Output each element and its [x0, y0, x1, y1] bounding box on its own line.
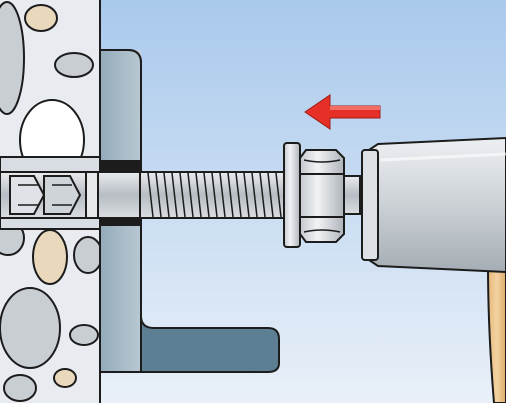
anchor-sleeve — [0, 171, 143, 219]
pebble — [69, 324, 99, 346]
washer — [283, 142, 301, 248]
bolt-thread — [227, 172, 234, 218]
bolt-thread — [187, 172, 194, 218]
bolt-thread — [195, 172, 202, 218]
direction-arrow-icon — [304, 94, 381, 130]
pebble — [32, 229, 68, 285]
pebble — [24, 4, 58, 32]
bolt-thread — [235, 172, 242, 218]
hex-nut — [299, 149, 345, 243]
bolt-thread — [163, 172, 170, 218]
bolt-thread — [147, 172, 154, 218]
hammer-handle — [486, 264, 506, 403]
bolt-thread — [259, 172, 266, 218]
pebble — [0, 287, 61, 369]
bolt-thread — [203, 172, 210, 218]
pebble — [0, 1, 25, 115]
pebble — [73, 236, 103, 274]
bolt-thread — [219, 172, 226, 218]
bolt-thread — [267, 172, 274, 218]
bolt-thread — [155, 172, 162, 218]
bolt-thread — [275, 172, 282, 218]
hammer-head — [361, 136, 506, 274]
pebble — [53, 368, 77, 388]
bolt-thread — [243, 172, 250, 218]
bolt-thread — [251, 172, 258, 218]
bolt-thread — [211, 172, 218, 218]
pebble — [54, 52, 94, 78]
bolt-thread — [179, 172, 186, 218]
pebble — [3, 374, 37, 402]
bolt-thread — [171, 172, 178, 218]
